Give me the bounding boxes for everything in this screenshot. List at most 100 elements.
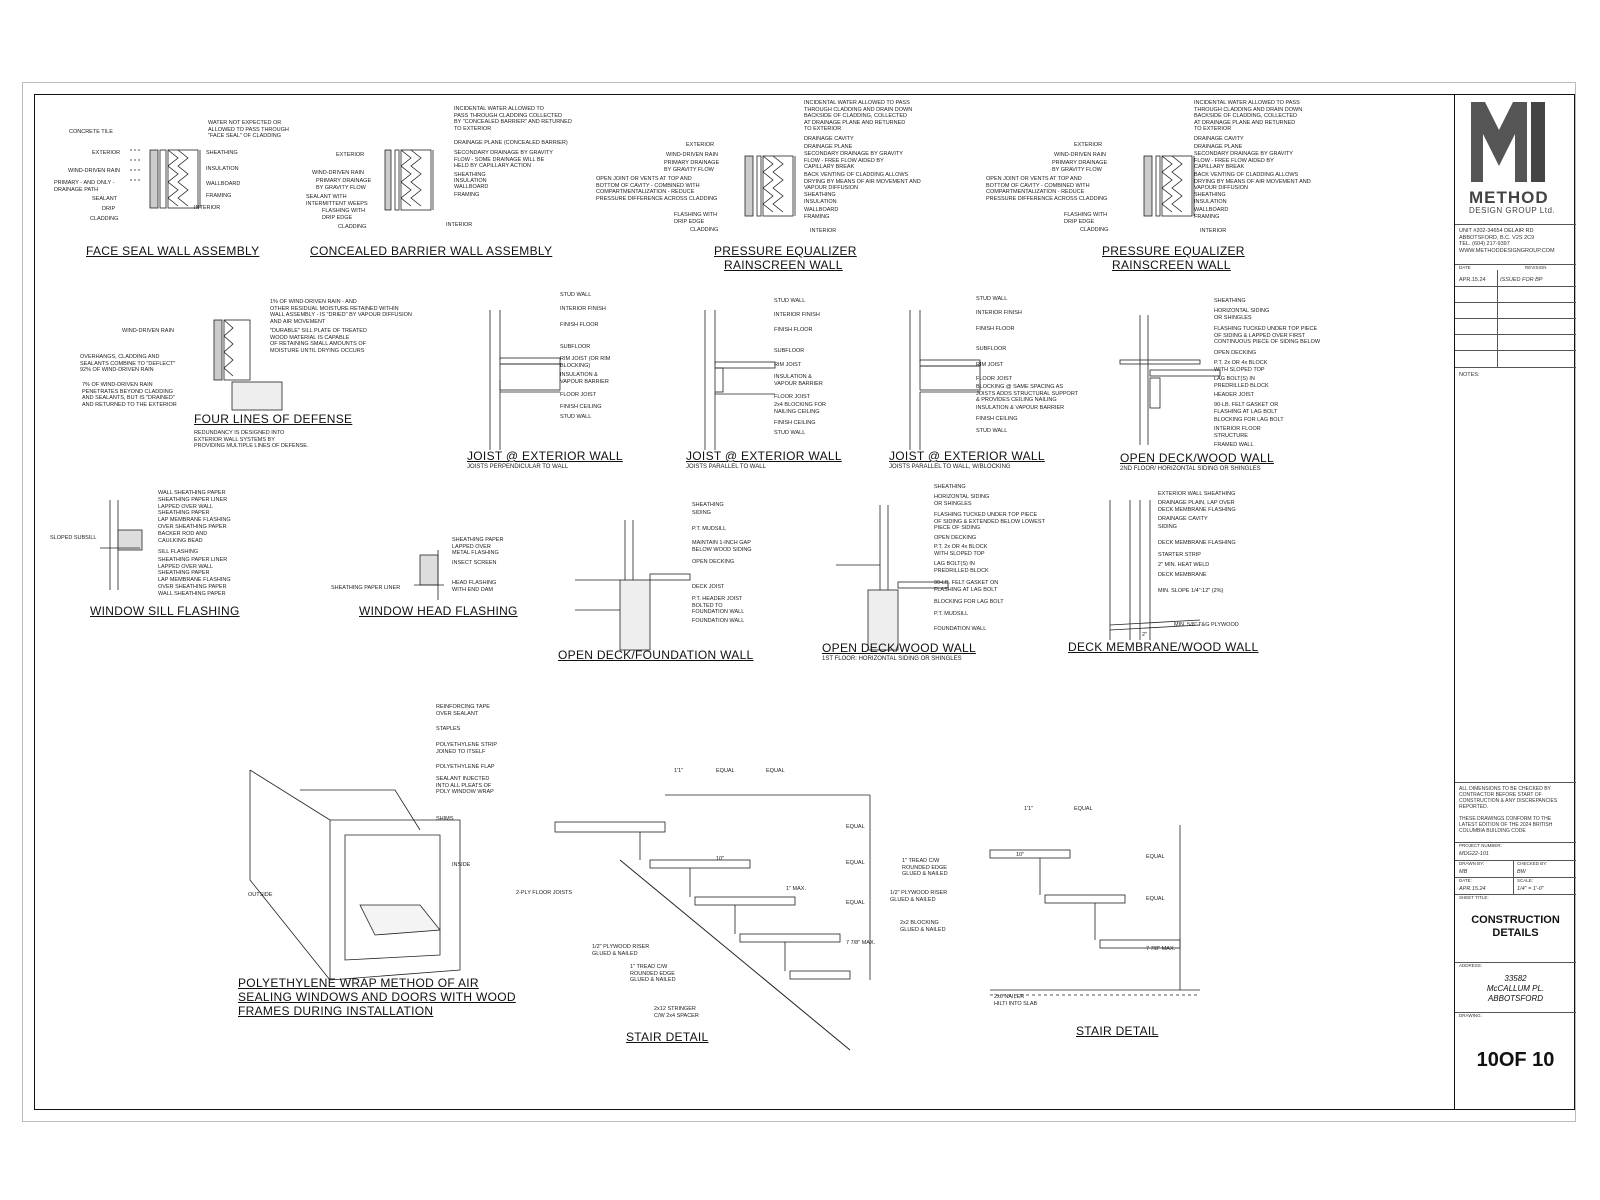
label: SHEATHING PAPER LINER LAPPED OVER WALL S…	[158, 557, 228, 576]
detail-title: FACE SEAL WALL ASSEMBLY	[86, 244, 260, 258]
label: OVERHANGS, CLADDING AND SEALANTS COMBINE…	[80, 354, 176, 373]
label: SHEATHING	[804, 192, 836, 198]
label: PRIMARY DRAINAGE BY GRAVITY FLOW	[1052, 160, 1108, 173]
label: STUD WALL	[976, 428, 1008, 434]
label: SEALANT WITH INTERMITTENT WEEPS	[306, 194, 368, 207]
window-head-drawing	[414, 550, 444, 600]
label: STAPLES	[436, 726, 461, 732]
label: INCIDENTAL WATER ALLOWED TO PASS THROUGH…	[454, 106, 572, 132]
detail-title: SEALING WINDOWS AND DOORS WITH WOOD	[238, 990, 516, 1004]
label: EXTERIOR WALL SHEATHING	[1158, 491, 1236, 497]
label: 2x12 STRINGER C/W 2x4 SPACER	[654, 1006, 699, 1019]
label: 1/2" PLYWOOD RISER GLUED & NAILED	[890, 890, 948, 903]
address-label: ADDRESS:	[1459, 963, 1483, 968]
label: 1/2" PLYWOOD RISER GLUED & NAILED	[592, 944, 650, 957]
drawn-by: MB	[1459, 869, 1468, 875]
label: OPEN DECKING	[692, 559, 735, 565]
detail-title: CONCEALED BARRIER WALL ASSEMBLY	[310, 244, 553, 258]
label: LAP MEMBRANE FLASHING OVER SHEATHING PAP…	[158, 577, 231, 590]
detail-title: JOIST @ EXTERIOR WALL	[686, 449, 842, 463]
label: SUBFLOOR	[774, 348, 805, 354]
label: SIDING	[1158, 524, 1177, 530]
deck-membrane-drawing	[1109, 500, 1201, 640]
label: PRIMARY DRAINAGE BY GRAVITY FLOW	[664, 160, 720, 173]
label: FOUNDATION WALL	[934, 626, 987, 632]
label: LAP MEMBRANE FLASHING OVER SHEATHING PAP…	[158, 517, 231, 530]
label: 2x6 NAILER HILTI INTO SLAB	[994, 994, 1038, 1007]
label: FLASHING TUCKED UNDER TOP PIECE OF SIDIN…	[934, 512, 1045, 531]
label: RIM JOIST	[976, 362, 1004, 368]
rev-desc-header: REVISION	[1525, 265, 1547, 270]
label: INTERIOR	[810, 228, 837, 234]
date: APR.15.24	[1459, 886, 1486, 892]
label: WIND-DRIVEN RAIN	[68, 168, 120, 174]
label: DRAINAGE CAVITY	[804, 136, 854, 142]
label: SHEATHING	[1194, 192, 1226, 198]
detail-subtitle: JOISTS PARALLEL TO WALL, W/BLOCKING	[889, 464, 1011, 470]
label: FINISH CEILING	[774, 420, 816, 426]
detail-subtitle: 1ST FLOOR: HORIZONTAL SIDING OR SHINGLES	[822, 656, 962, 662]
label: INSECT SCREEN	[452, 560, 497, 566]
label: SHEATHING PAPER LINER	[331, 585, 401, 591]
rev-desc: ISSUED FOR BP	[1500, 277, 1543, 283]
label: SHEATHING	[1214, 298, 1246, 304]
label: FLOOR JOIST	[774, 394, 811, 400]
label: SLOPED SUBSILL	[50, 535, 97, 541]
label: SECONDARY DRAINAGE BY GRAVITY FLOW - SOM…	[454, 150, 553, 169]
company-name: METHOD	[1469, 188, 1549, 207]
label: FRAMED WALL	[1214, 442, 1254, 448]
label: PRIMARY - AND ONLY - DRAINAGE PATH	[54, 180, 115, 193]
label: INCIDENTAL WATER ALLOWED TO PASS THROUGH…	[804, 100, 913, 132]
drawn-by-label: DRAWN BY:	[1459, 861, 1485, 866]
label: FLASHING WITH DRIP EDGE	[1064, 212, 1108, 225]
label: WALLBOARD	[206, 181, 241, 187]
label: FINISH CEILING	[976, 416, 1018, 422]
label: SEALANT INJECTED INTO ALL PLEATS OF POLY…	[436, 776, 494, 795]
label: DRAINAGE CAVITY	[1158, 516, 1208, 522]
label: INSULATION	[206, 166, 239, 172]
dimension: EQUAL	[1146, 896, 1165, 902]
label: INCIDENTAL WATER ALLOWED TO PASS THROUGH…	[1194, 100, 1303, 132]
label: EXTERIOR	[336, 152, 365, 158]
label: STUD WALL	[774, 298, 806, 304]
label: 90-LB. FELT GASKET ON FLASHING AT LAG BO…	[934, 580, 999, 593]
drawing-frame	[34, 94, 1575, 1110]
label: P.T. 2x OR 4x BLOCK WITH SLOPED TOP	[934, 544, 988, 557]
company-address: UNIT #202-34654 DELAIR RD ABBOTSFORD, B.…	[1459, 228, 1555, 254]
label: 1" TREAD C/W ROUNDED EDGE GLUED & NAILED	[630, 964, 676, 983]
scale: 1/4" = 1'-0"	[1517, 886, 1544, 892]
label: FRAMING	[454, 192, 480, 198]
label: WALLBOARD	[804, 207, 839, 213]
pe-rainscreen-1-drawing	[744, 155, 796, 217]
label: STARTER STRIP	[1158, 552, 1201, 558]
notes-label: NOTES:	[1459, 372, 1480, 378]
label: CLADDING	[338, 224, 367, 230]
project-number-label: PROJECT NUMBER:	[1459, 843, 1502, 848]
label: SECONDARY DRAINAGE BY GRAVITY FLOW - FRE…	[804, 151, 903, 170]
label: SIDING	[692, 510, 711, 516]
detail-title: OPEN DECK/FOUNDATION WALL	[558, 648, 754, 662]
label: MAINTAIN 1-INCH GAP BELOW WOOD SIDING	[692, 540, 752, 553]
rev-date: APR.15.24	[1459, 277, 1486, 283]
label: FINISH FLOOR	[560, 322, 599, 328]
detail-title: POLYETHYLENE WRAP METHOD OF AIR	[238, 976, 479, 990]
label: 90-LB. FELT GASKET OR FLASHING AT LAG BO…	[1214, 402, 1279, 415]
label: HEADER JOIST	[1214, 392, 1255, 398]
label: SHEATHING PAPER LAPPED OVER METAL FLASHI…	[452, 537, 504, 556]
checked-by-label: CHECKED BY:	[1517, 861, 1548, 866]
label: 2x2 BLOCKING GLUED & NAILED	[900, 920, 946, 933]
label: 7% OF WIND-DRIVEN RAIN PENETRATES BEYOND…	[82, 382, 177, 408]
date-label: DATE:	[1459, 878, 1472, 883]
dimension: EQUAL	[716, 768, 735, 774]
label: DECK JOIST	[692, 584, 725, 590]
detail-title: JOIST @ EXTERIOR WALL	[889, 449, 1045, 463]
label: FLOOR JOIST	[976, 376, 1013, 382]
label: OPEN JOINT OR VENTS AT TOP AND BOTTOM OF…	[986, 176, 1108, 202]
stair-1-drawing	[554, 794, 871, 1051]
label: OPEN DECKING	[1214, 350, 1257, 356]
detail-title: WINDOW HEAD FLASHING	[359, 604, 518, 618]
label: BLOCKING FOR LAG BOLT	[934, 599, 1004, 605]
label: EXTERIOR	[1074, 142, 1103, 148]
dimension: EQUAL	[846, 824, 865, 830]
detail-title: DECK MEMBRANE/WOOD WALL	[1068, 640, 1259, 654]
